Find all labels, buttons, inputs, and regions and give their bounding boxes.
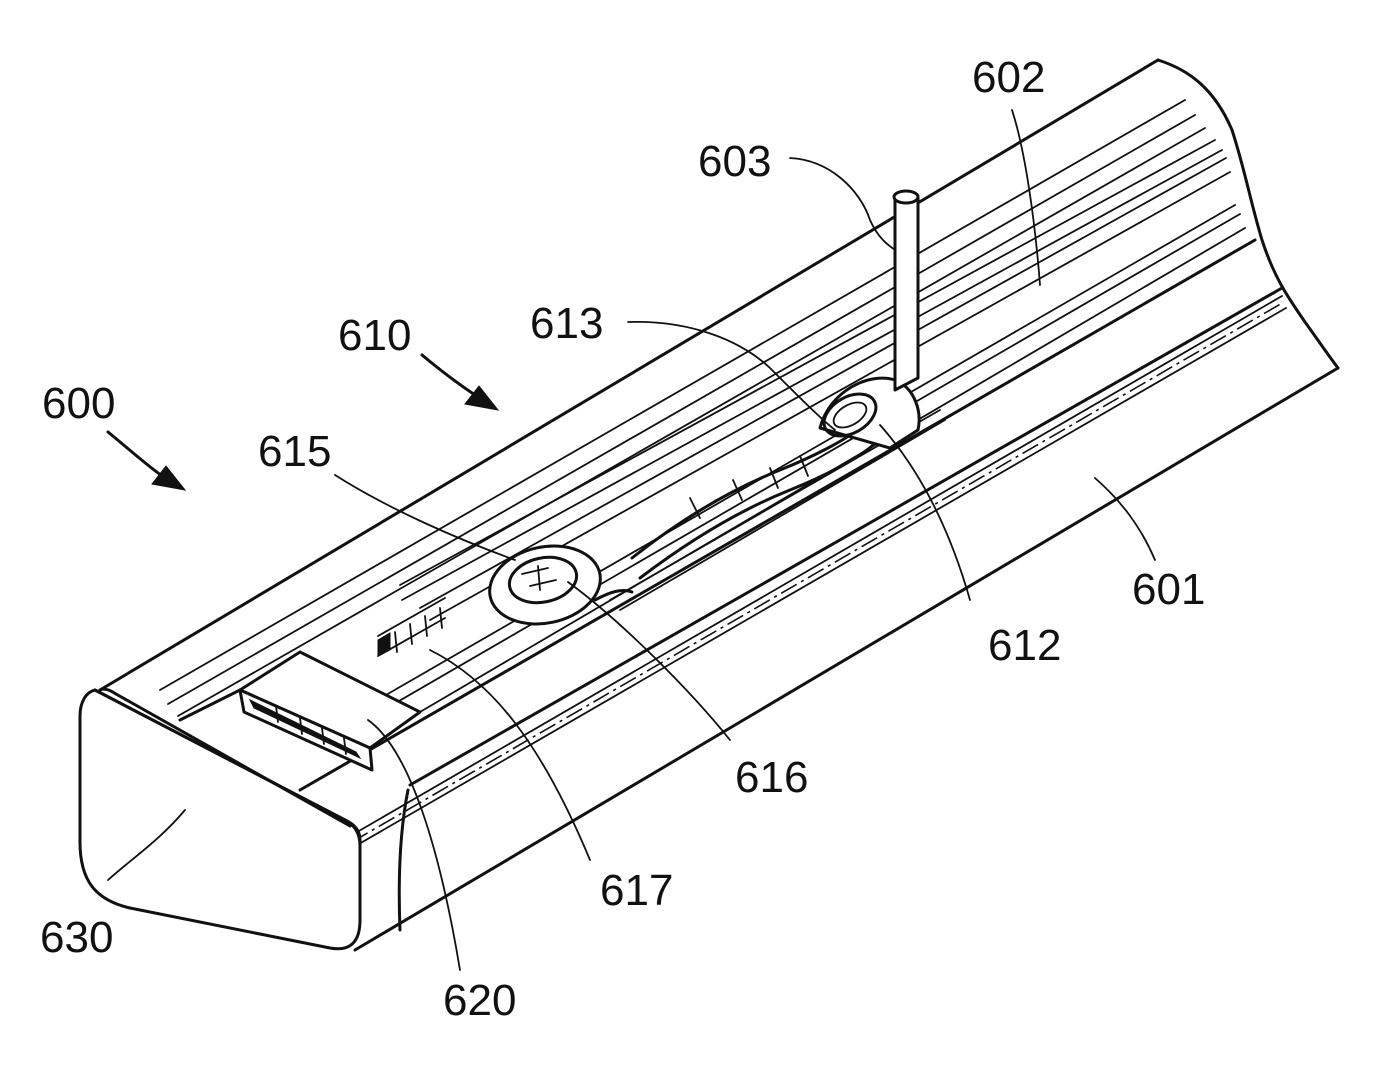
label-600: 600	[42, 379, 115, 428]
label-613: 613	[530, 299, 603, 348]
label-617: 617	[600, 866, 673, 915]
label-620: 620	[443, 976, 516, 1025]
label-602: 602	[972, 53, 1045, 102]
label-603: 603	[698, 137, 771, 186]
label-616: 616	[735, 753, 808, 802]
label-601: 601	[1132, 565, 1205, 614]
label-630: 630	[40, 913, 113, 962]
contact-strip	[378, 598, 445, 656]
pin	[894, 191, 918, 390]
ring-connector	[482, 536, 632, 634]
label-615: 615	[258, 427, 331, 476]
label-610: 610	[338, 311, 411, 360]
label-612: 612	[988, 621, 1061, 670]
